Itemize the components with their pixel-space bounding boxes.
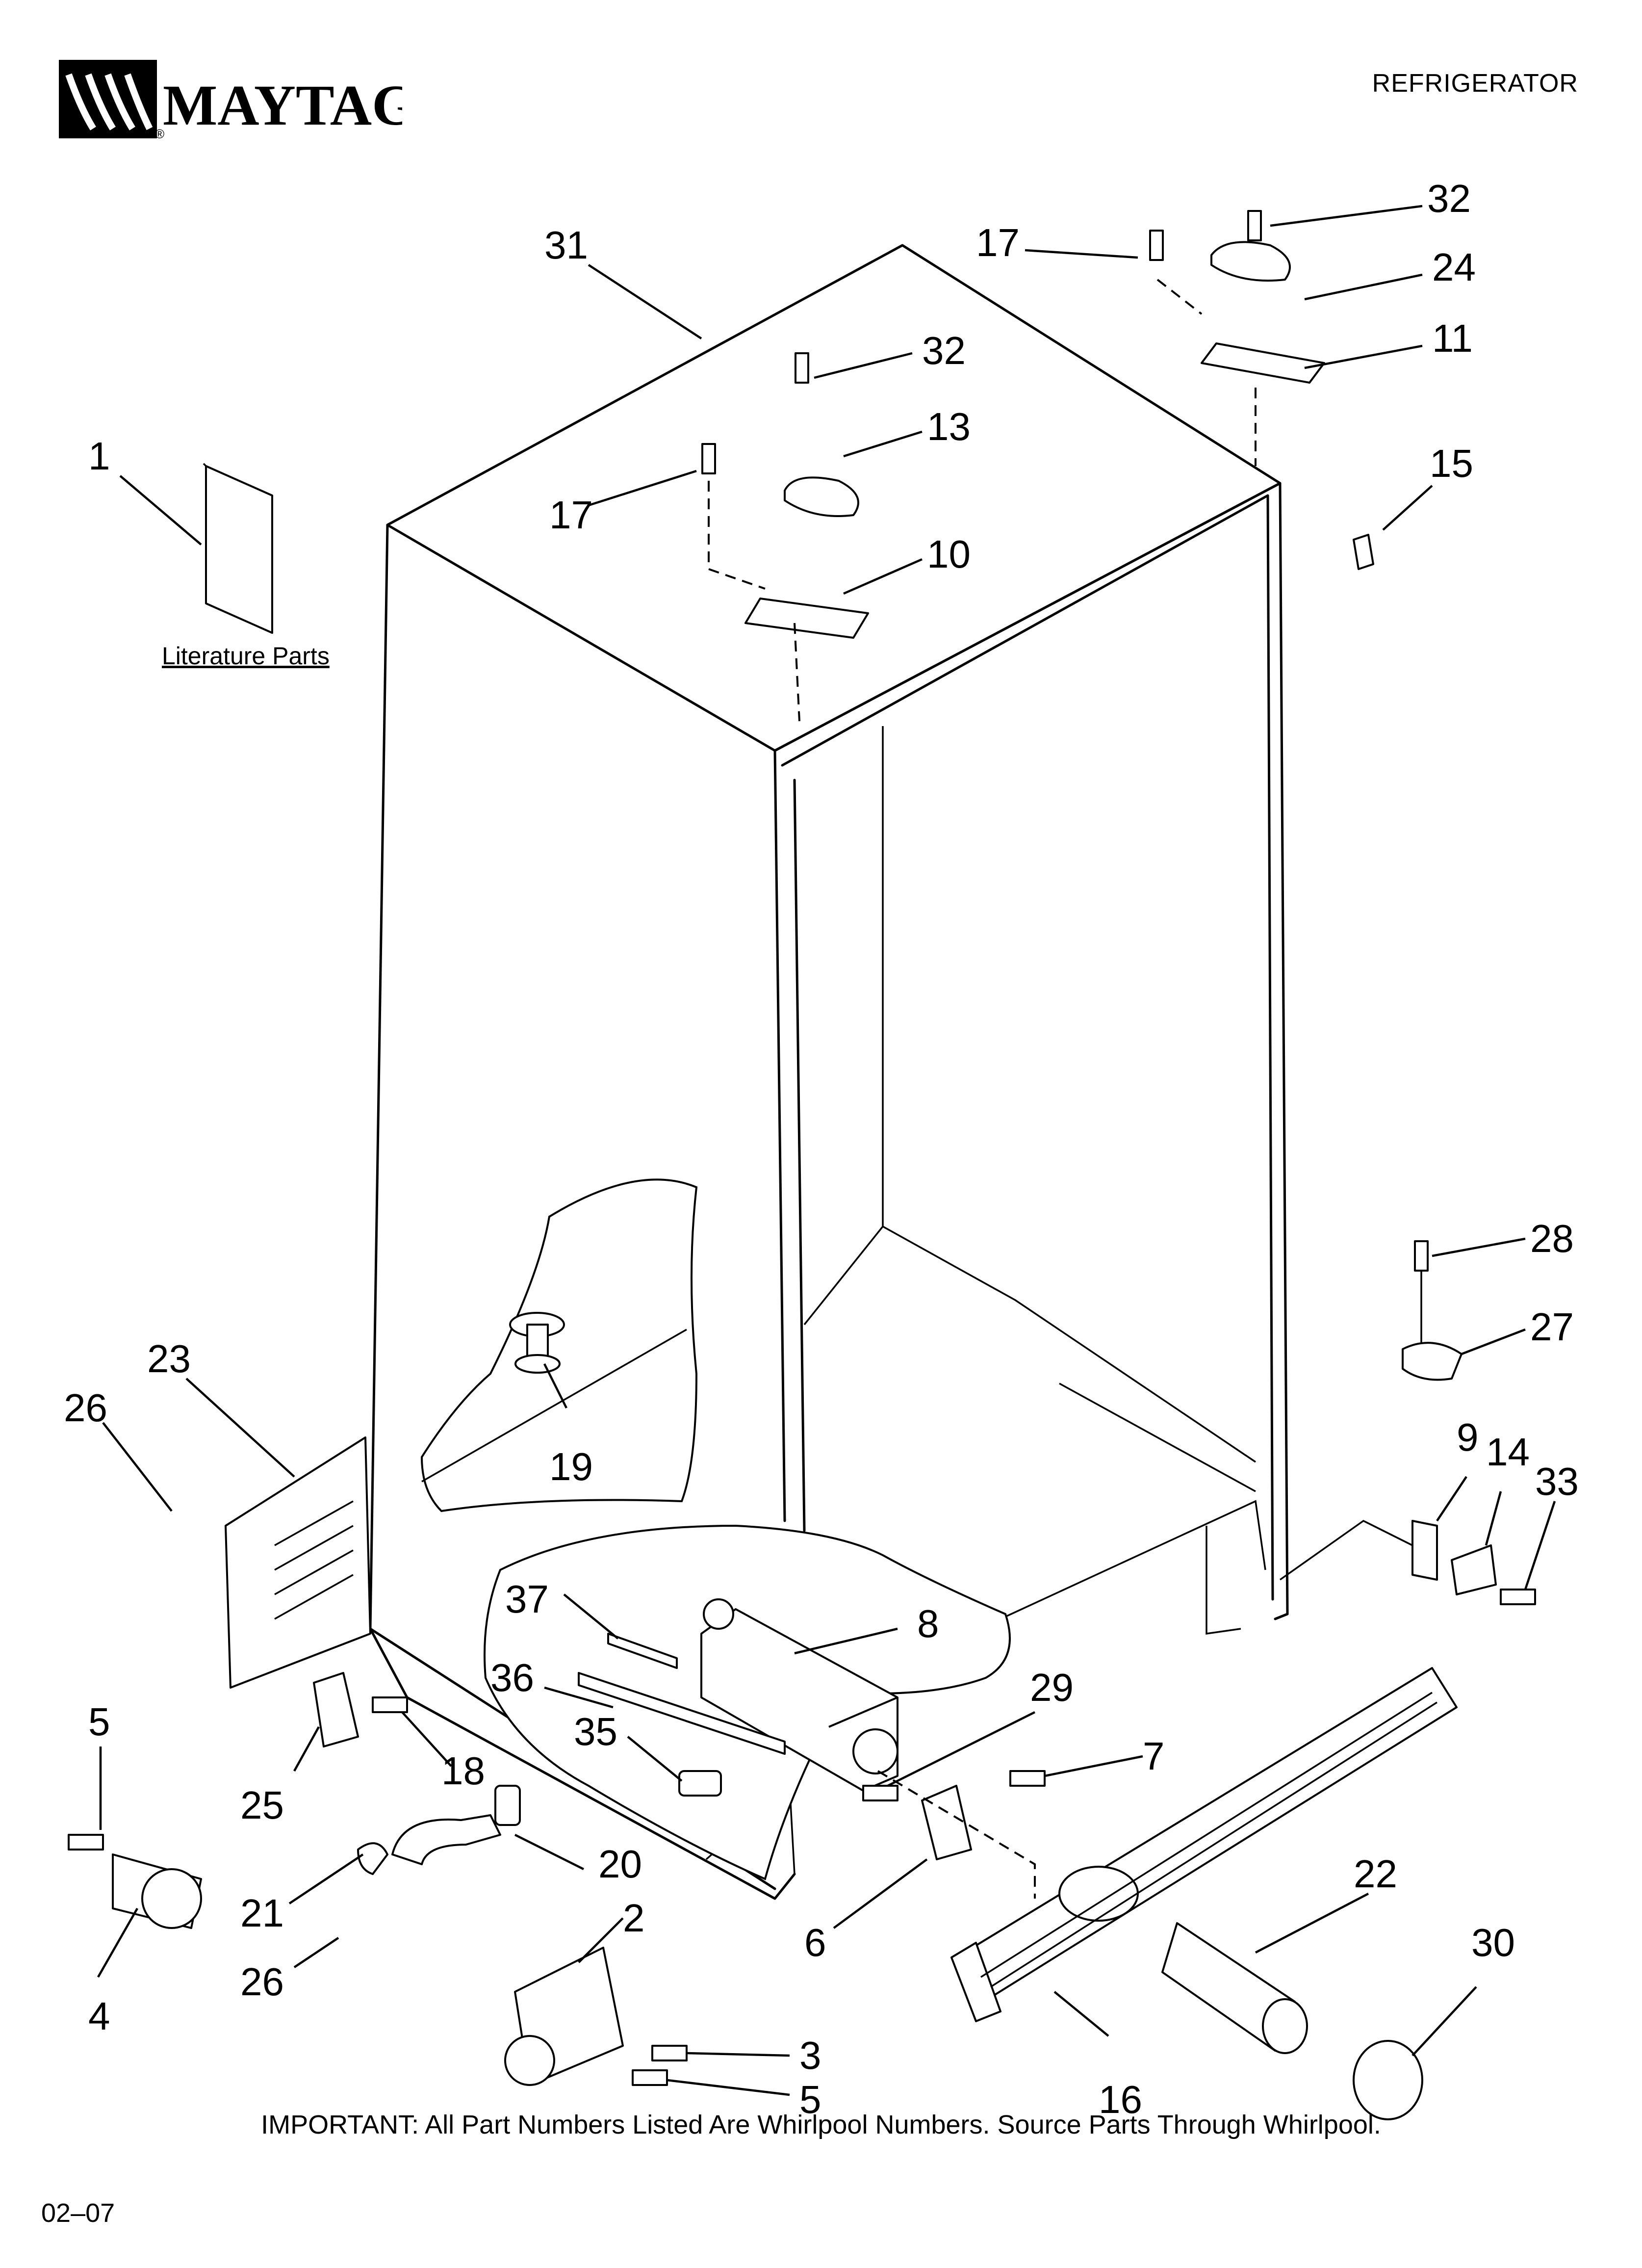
callout-26-top: 26 — [64, 1386, 107, 1430]
callout-7: 7 — [1143, 1734, 1165, 1778]
bracket-part — [313, 1672, 359, 1747]
callout-14: 14 — [1486, 1430, 1530, 1474]
upper-hinge-right — [1201, 241, 1325, 384]
svg-text:®: ® — [155, 127, 164, 141]
callout-3: 3 — [799, 2033, 821, 2077]
hinge-bracket-part — [1411, 1520, 1438, 1581]
callout-21: 21 — [240, 1891, 284, 1935]
tube-part — [607, 1633, 678, 1669]
filter-cap-part — [1353, 2040, 1423, 2120]
literature-booklet — [205, 465, 273, 634]
filter-housing-part — [700, 1598, 898, 1792]
callout-19: 19 — [549, 1445, 593, 1488]
callout-37: 37 — [505, 1577, 549, 1621]
screw-29 — [862, 1785, 898, 1801]
callout-9: 9 — [1457, 1415, 1479, 1459]
callout-11: 11 — [1432, 316, 1473, 360]
callout-30: 30 — [1471, 1921, 1515, 1964]
screw-5-bottom — [632, 2069, 668, 2086]
callout-32-top: 32 — [1427, 177, 1471, 220]
callout-26-bottom: 26 — [240, 1960, 284, 2004]
callout-29: 29 — [1030, 1666, 1074, 1709]
hose-cap — [494, 1785, 521, 1826]
callout-5-left: 5 — [88, 1700, 110, 1744]
rear-access-panel — [225, 1436, 371, 1689]
screw-5-left — [68, 1834, 104, 1851]
callout-15: 15 — [1430, 442, 1473, 485]
screw-7 — [1009, 1770, 1046, 1787]
callout-2: 2 — [623, 1896, 645, 1940]
screw-28 — [1414, 1240, 1429, 1272]
screw-17-left — [701, 443, 716, 474]
callout-20: 20 — [598, 1842, 642, 1886]
callout-28: 28 — [1530, 1217, 1574, 1260]
upper-hinge-left — [744, 476, 869, 639]
front-roller-right — [504, 1947, 624, 2086]
water-filter-cartridge — [1161, 1922, 1308, 2054]
callout-24: 24 — [1432, 245, 1476, 289]
screw-33 — [1500, 1589, 1536, 1605]
callout-17-left: 17 — [549, 493, 593, 537]
callout-18: 18 — [441, 1749, 485, 1793]
stop-bracket-part — [1402, 1342, 1462, 1381]
callout-5-bottom: 5 — [799, 2078, 821, 2121]
clip-part — [678, 1770, 722, 1797]
callout-32-left: 32 — [922, 329, 966, 372]
base-grille-part — [950, 1667, 1458, 2022]
callout-35: 35 — [574, 1710, 617, 1753]
callout-6: 6 — [804, 1921, 826, 1964]
rod-part — [578, 1672, 786, 1755]
callout-33: 33 — [1535, 1460, 1579, 1503]
screw-32-right — [1247, 210, 1262, 241]
callout-leaders — [97, 205, 1556, 2096]
callout-8: 8 — [917, 1602, 939, 1645]
callout-22: 22 — [1354, 1852, 1397, 1896]
callout-27: 27 — [1530, 1305, 1574, 1349]
screw-3 — [651, 2045, 688, 2061]
callout-13: 13 — [927, 405, 971, 448]
maytag-wordmark: MAYTAG — [163, 73, 402, 137]
hose-clip-part — [357, 1842, 388, 1875]
whirlpool-parts-notice: IMPORTANT: All Part Numbers Listed Are W… — [261, 2110, 1381, 2139]
callout-17-top: 17 — [976, 221, 1020, 264]
drain-hose-part — [391, 1814, 501, 1865]
callout-23: 23 — [147, 1337, 191, 1381]
callout-25: 25 — [240, 1783, 284, 1827]
callout-1: 1 — [88, 434, 110, 478]
literature-parts-label: Literature Parts — [162, 642, 330, 670]
filter-bracket-part — [921, 1785, 972, 1860]
screw-32-left — [795, 352, 809, 384]
callout-16: 16 — [1099, 2078, 1142, 2121]
front-roller-left — [112, 1853, 202, 1929]
pin-part — [1353, 534, 1374, 570]
hinge-pin-part — [1451, 1544, 1497, 1595]
appliance-category: REFRIGERATOR — [1372, 69, 1578, 98]
screw-17-right — [1149, 230, 1164, 261]
callout-31: 31 — [544, 223, 588, 267]
revision-code: 02–07 — [41, 2198, 115, 2228]
drain-grommet-part — [509, 1312, 565, 1374]
callout-4: 4 — [88, 1994, 110, 2038]
callout-36: 36 — [490, 1656, 534, 1699]
maytag-logo: MAYTAG ® — [59, 55, 417, 143]
cutout-drain-area — [420, 1178, 698, 1512]
screw-18 — [372, 1696, 408, 1713]
callout-10: 10 — [927, 532, 971, 576]
